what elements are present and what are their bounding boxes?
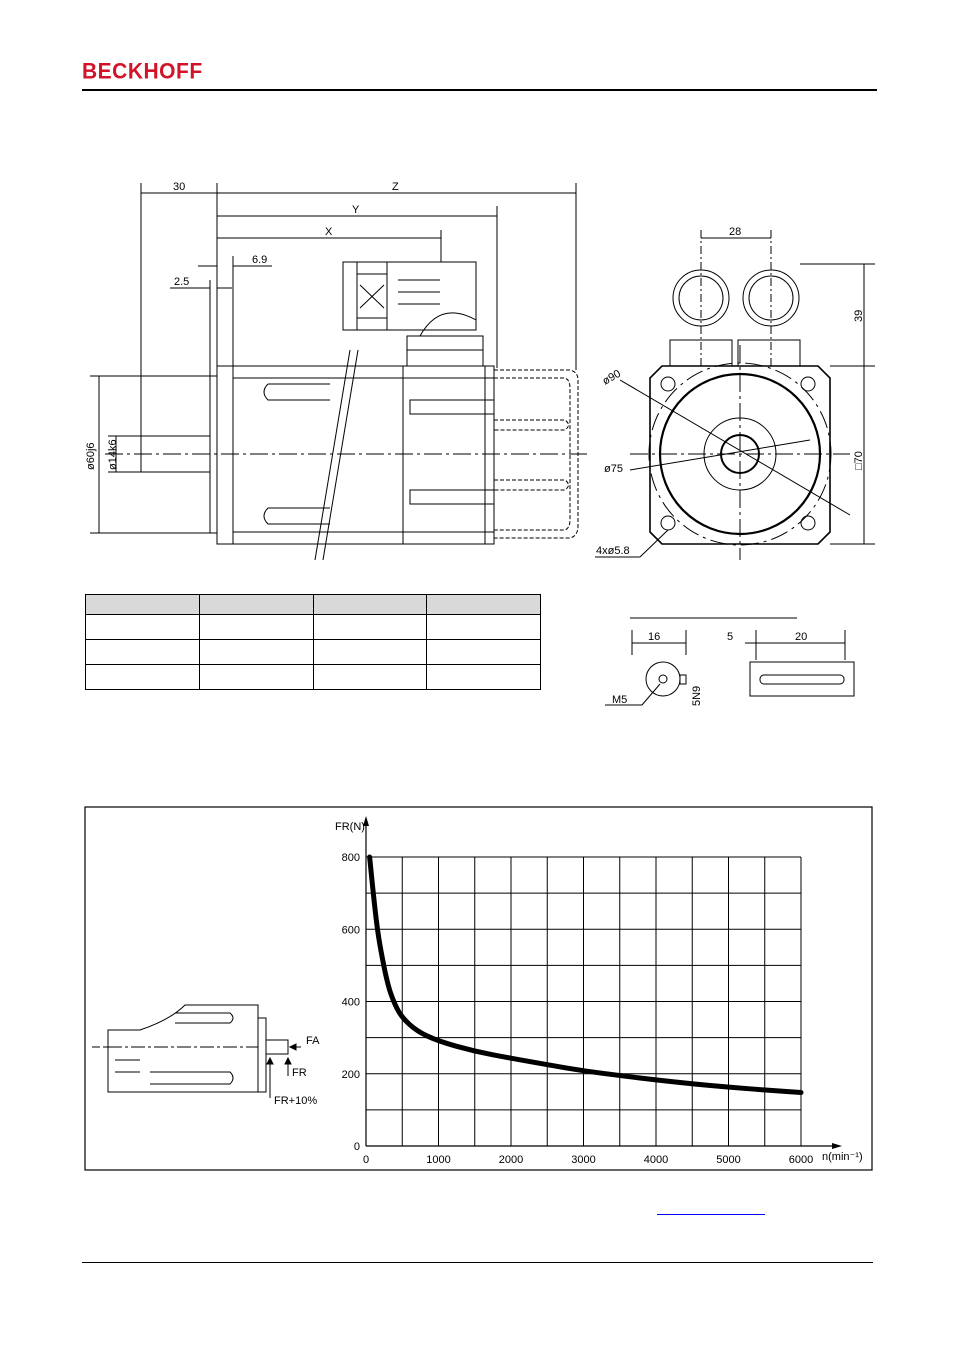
dim-key: 5N9 (691, 686, 703, 706)
y-axis-arrow (363, 816, 369, 826)
dim-dia-75: ø75 (604, 463, 623, 475)
series-line (367, 854, 804, 1096)
chart-grid (363, 816, 842, 1149)
footer-rule (82, 1262, 873, 1263)
y-tick-label: 600 (342, 924, 360, 936)
table-header-cell (85, 594, 200, 615)
x-tick-label: 4000 (644, 1154, 668, 1166)
table-cell (85, 664, 200, 690)
dim-dia-60: ø60j6 (85, 442, 97, 470)
force-radial-label: FR (292, 1067, 307, 1079)
chart-series (367, 854, 804, 1096)
chart-y-axis-label: FR(N) (335, 821, 365, 833)
chart-ticks: 0 1000 2000 3000 4000 5000 6000 0 200 400 600 800 (342, 852, 814, 1166)
dim-16: 16 (648, 631, 660, 643)
x-tick-label: 5000 (716, 1154, 740, 1166)
table-header-row (85, 594, 541, 615)
table-row (85, 614, 541, 640)
dim-6-9: 6.9 (252, 254, 267, 266)
force-radial-plus-label: FR+10% (274, 1095, 317, 1107)
x-tick-label: 3000 (571, 1154, 595, 1166)
dim-y: Y (352, 204, 360, 216)
table-cell (312, 664, 428, 690)
x-tick-label: 0 (363, 1154, 369, 1166)
dimension-drawing: 30 Z Y X 6.9 2.5 ø60j6 ø14k6 28 39 ø90 ø… (85, 181, 875, 706)
dim-square-70: □70 (853, 451, 865, 470)
table-cell (85, 639, 200, 665)
table-cell (426, 664, 541, 690)
dim-holes: 4xø5.8 (596, 545, 630, 557)
table-header-cell (312, 594, 428, 615)
dim-5: 5 (727, 631, 733, 643)
table-header-cell (198, 594, 314, 615)
table-row (85, 664, 541, 690)
y-tick-label: 800 (342, 852, 360, 864)
table-header-cell (426, 594, 541, 615)
dim-x: X (325, 226, 333, 238)
dimension-table (85, 594, 541, 690)
dim-39: 39 (853, 310, 865, 322)
header-rule (82, 89, 877, 91)
x-tick-label: 6000 (789, 1154, 813, 1166)
dim-dia-14: ø14k6 (107, 439, 119, 470)
dim-30: 30 (173, 181, 185, 193)
dim-28: 28 (729, 226, 741, 238)
table-cell (426, 639, 541, 665)
table-row (85, 639, 541, 665)
dim-m5: M5 (612, 694, 627, 706)
chart-x-axis-label: n(min⁻¹) (822, 1151, 863, 1163)
motor-load-sketch (92, 1004, 301, 1098)
table-cell (85, 614, 200, 640)
dim-2-5: 2.5 (174, 276, 189, 288)
y-tick-label: 200 (342, 1069, 360, 1081)
x-axis-arrow (832, 1143, 842, 1149)
force-axial-label: FA (306, 1035, 320, 1047)
y-tick-label: 400 (342, 997, 360, 1009)
x-tick-label: 2000 (499, 1154, 523, 1166)
x-tick-label: 1000 (426, 1154, 450, 1166)
dim-20: 20 (795, 631, 807, 643)
y-tick-label: 0 (354, 1141, 360, 1153)
dim-z: Z (392, 181, 399, 193)
document-link[interactable] (657, 1214, 765, 1215)
brand-logo: BECKHOFF (82, 59, 203, 84)
